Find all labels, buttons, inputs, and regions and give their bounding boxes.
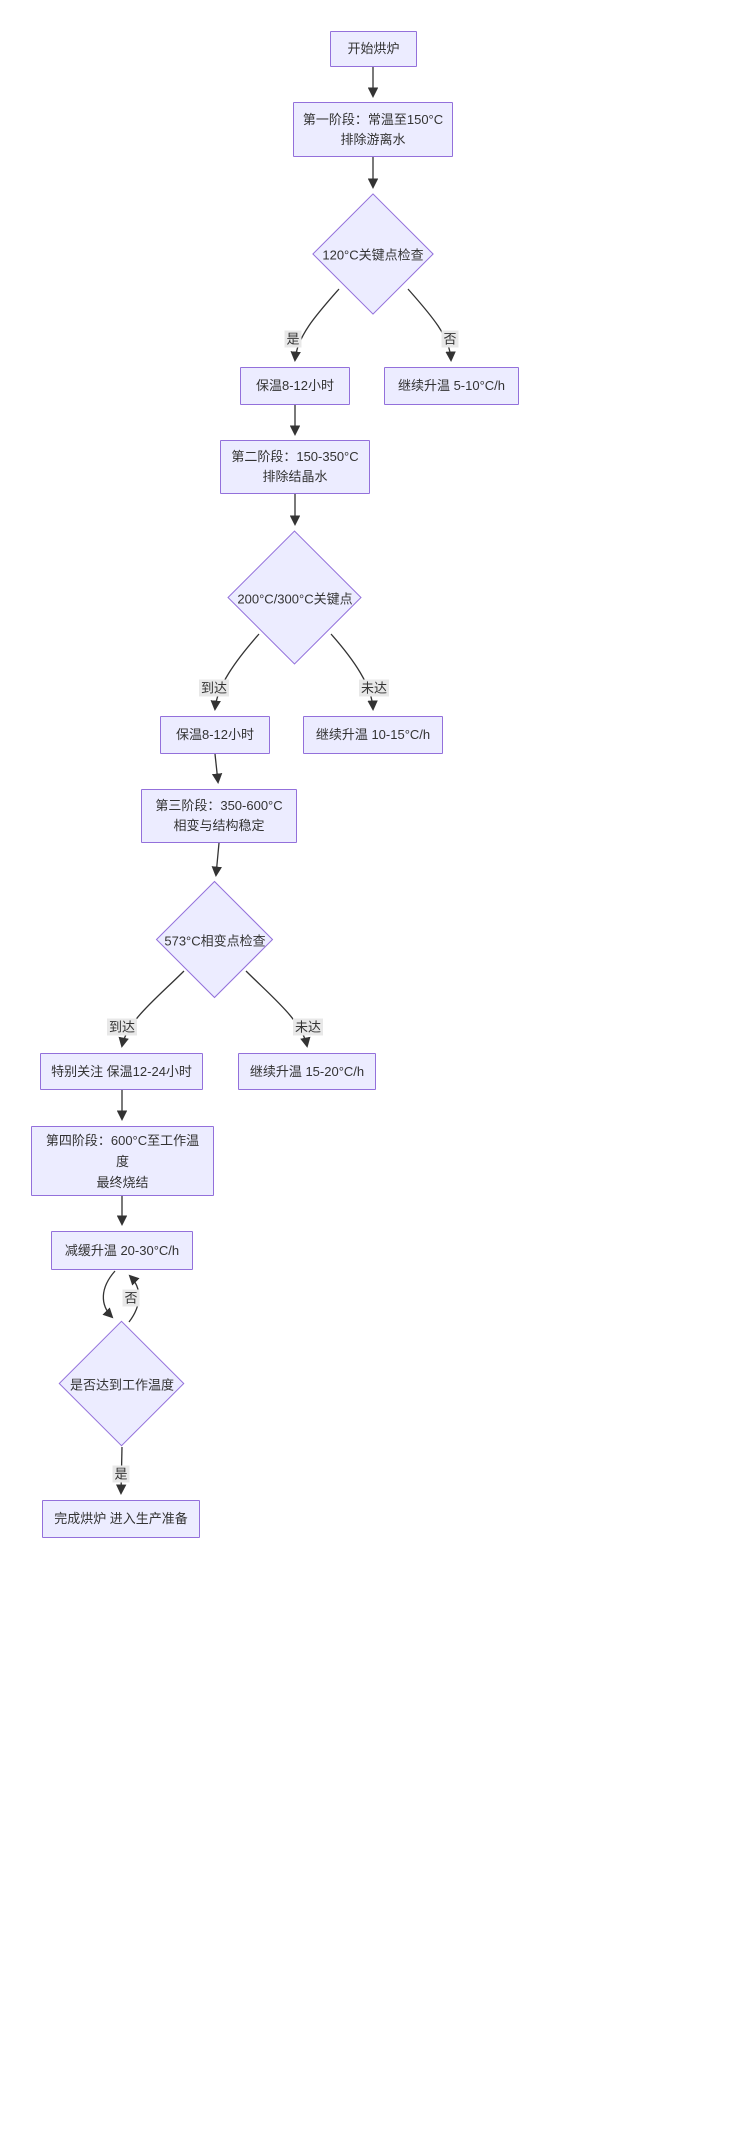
edge-check573-notreached-to-continue3 bbox=[245, 970, 311, 1048]
edge-check120-no-to-continue1 bbox=[407, 288, 456, 362]
node-continue-1-label: 继续升温 5-10°C/h bbox=[397, 378, 506, 393]
node-hold-1-label: 保温8-12小时 bbox=[255, 378, 335, 393]
edge-label-d2-not-reached: 未达 bbox=[358, 679, 390, 697]
edge-label-d3-not-reached: 未达 bbox=[292, 1018, 324, 1036]
node-special-hold-label: 特别关注 保温12-24小时 bbox=[51, 1063, 192, 1079]
node-stage1-line2: 排除游离水 bbox=[340, 131, 406, 147]
node-special-hold: 特别关注 保温12-24小时 bbox=[40, 1053, 203, 1090]
node-stage4-line2: 度 bbox=[115, 1153, 129, 1169]
node-stage4-line1: 第四阶段：600°C至工作温 bbox=[45, 1132, 200, 1148]
node-hold-2-label: 保温8-12小时 bbox=[175, 727, 255, 742]
edge-label-d1-no: 否 bbox=[441, 330, 459, 348]
node-stage4-line3: 最终烧结 bbox=[96, 1174, 149, 1190]
node-stage2-line1: 第二阶段：150-350°C bbox=[231, 449, 359, 464]
node-slow-heating: 减缓升温 20-30°C/h bbox=[51, 1231, 193, 1270]
node-continue-3: 继续升温 15-20°C/h bbox=[238, 1053, 376, 1090]
edge-check200300-notreached-to-continue2 bbox=[330, 633, 378, 711]
edge-check200300-reached-to-hold2 bbox=[210, 633, 260, 711]
edge-stage3-to-check573 bbox=[211, 842, 222, 877]
node-hold-2: 保温8-12小时 bbox=[160, 716, 270, 754]
node-stage3: 第三阶段：350-600°C 相变与结构稳定 bbox=[141, 789, 297, 843]
node-stage3-line1: 第三阶段：350-600°C bbox=[155, 798, 283, 813]
edge-label-d4-no: 否 bbox=[122, 1289, 140, 1307]
decision-check-120-label: 120°C关键点检查 bbox=[322, 247, 424, 263]
edge-label-d4-yes: 是 bbox=[112, 1465, 130, 1483]
node-stage4: 第四阶段：600°C至工作温 度 最终烧结 bbox=[31, 1126, 214, 1196]
decision-check-573-label: 573°C相变点检查 bbox=[164, 933, 266, 949]
node-start: 开始烘炉 bbox=[330, 31, 417, 67]
edge-hold2-to-stage3 bbox=[211, 753, 223, 784]
edge-label-d2-reached: 到达 bbox=[198, 679, 230, 697]
node-continue-3-label: 继续升温 15-20°C/h bbox=[249, 1063, 365, 1079]
node-continue-1: 继续升温 5-10°C/h bbox=[384, 367, 519, 405]
node-stage2-line2: 排除结晶水 bbox=[262, 469, 328, 484]
node-continue-2-label: 继续升温 10-15°C/h bbox=[315, 727, 431, 742]
edge-check120-yes-to-hold1 bbox=[290, 288, 340, 362]
node-stage1-line1: 第一阶段：常温至150°C bbox=[302, 111, 444, 127]
node-stage1: 第一阶段：常温至150°C 排除游离水 bbox=[293, 102, 453, 157]
edge-label-d3-reached: 到达 bbox=[106, 1018, 138, 1036]
node-slow-heating-label: 减缓升温 20-30°C/h bbox=[64, 1242, 180, 1258]
node-stage3-line2: 相变与结构稳定 bbox=[173, 818, 265, 833]
edge-label-d1-yes: 是 bbox=[284, 330, 302, 348]
decision-check-200-300-label: 200°C/300°C关键点 bbox=[237, 591, 353, 607]
decision-work-temp-label: 是否达到工作温度 bbox=[69, 1377, 175, 1393]
node-finish-label: 完成烘炉 进入生产准备 bbox=[54, 1511, 188, 1526]
edge-slow-to-checkwork bbox=[102, 1270, 116, 1319]
node-finish: 完成烘炉 进入生产准备 bbox=[42, 1500, 200, 1538]
node-hold-1: 保温8-12小时 bbox=[240, 367, 350, 405]
edge-check573-reached-to-special bbox=[118, 970, 185, 1048]
node-stage2: 第二阶段：150-350°C 排除结晶水 bbox=[220, 440, 370, 494]
node-continue-2: 继续升温 10-15°C/h bbox=[303, 716, 443, 754]
node-start-label: 开始烘炉 bbox=[347, 41, 400, 56]
